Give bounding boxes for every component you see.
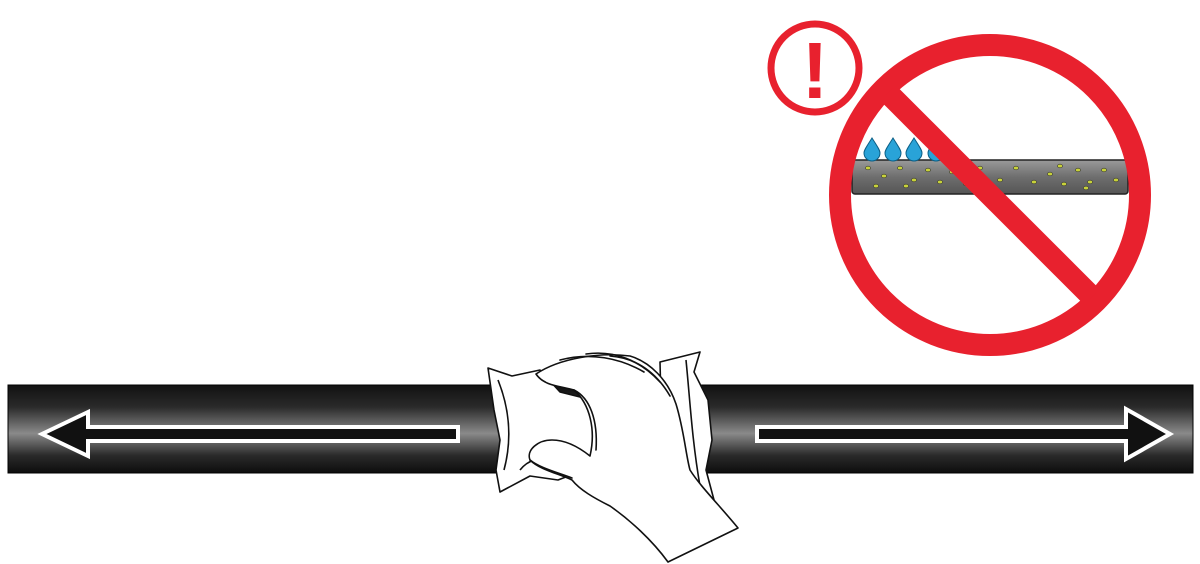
hand-with-cloth-icon [528,352,739,563]
water-droplet-icon [863,137,881,162]
prohibition-slash [880,85,1100,305]
arrow-right-icon [755,405,1175,463]
exclamation-warning-icon: ! [767,20,863,116]
water-droplet-icon [905,137,923,162]
prohibition-sign-icon [829,34,1151,356]
arrow-left-icon [37,408,460,460]
prohibition-ring [829,34,1151,356]
warning-badge-text: ! [802,26,829,115]
water-droplet-icon [884,137,902,162]
